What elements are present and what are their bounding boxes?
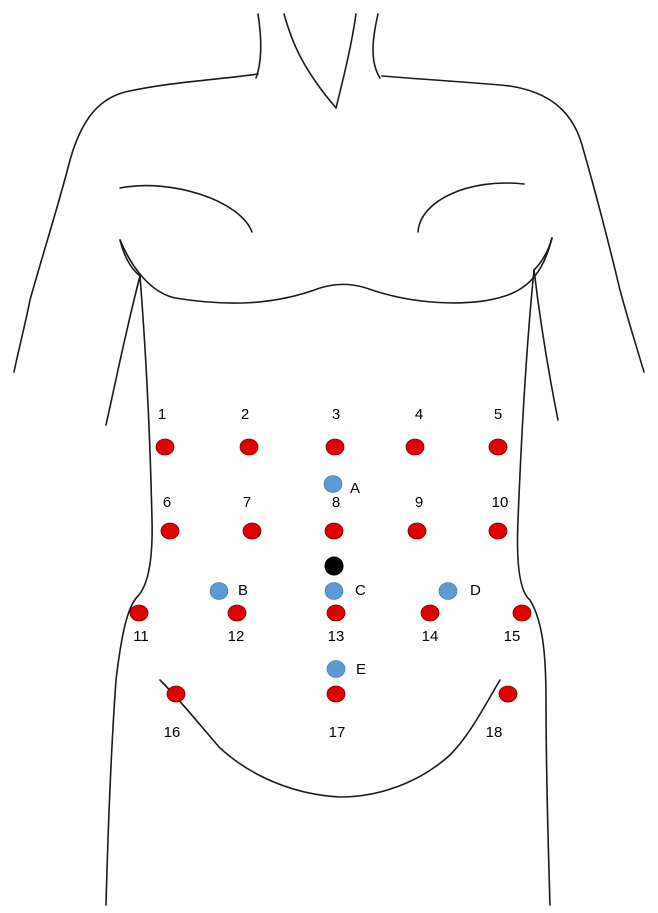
- point-label-9: 9: [415, 494, 423, 511]
- red-point-18: [499, 686, 517, 702]
- right-chest-line: [418, 183, 524, 232]
- red-point-13: [327, 605, 345, 621]
- point-label-5: 5: [494, 406, 502, 423]
- red-point-14: [421, 605, 439, 621]
- red-point-17: [327, 686, 345, 702]
- point-label-17: 17: [329, 724, 346, 741]
- point-label-13: 13: [328, 628, 345, 645]
- point-label-18: 18: [486, 724, 503, 741]
- red-point-15: [513, 605, 531, 621]
- red-point-3: [326, 439, 344, 455]
- point-label-3: 3: [332, 406, 340, 423]
- blue-point-C: [325, 583, 343, 600]
- red-point-5: [489, 439, 507, 455]
- red-point-12: [228, 605, 246, 621]
- red-point-8: [325, 523, 343, 539]
- red-point-16: [167, 686, 185, 702]
- letter-label-D: D: [470, 582, 481, 599]
- neck-left-line: [256, 14, 261, 78]
- letter-label-E: E: [356, 661, 366, 678]
- right-torso-side: [518, 270, 551, 905]
- right-shoulder: [382, 76, 644, 372]
- point-label-11: 11: [133, 628, 149, 645]
- red-point-1: [156, 439, 174, 455]
- right-armpit: [534, 238, 552, 270]
- red-point-11: [130, 605, 148, 621]
- point-label-4: 4: [415, 406, 423, 423]
- red-point-2: [240, 439, 258, 455]
- pectoral-line: [120, 238, 552, 303]
- point-label-14: 14: [422, 628, 439, 645]
- right-inner-arm: [534, 270, 558, 420]
- point-label-15: 15: [504, 628, 521, 645]
- blue-point-E: [327, 661, 345, 678]
- blue-point-A: [324, 476, 342, 493]
- blue-point-D: [439, 583, 457, 600]
- collar-left: [284, 14, 336, 108]
- point-label-8: 8: [332, 494, 340, 511]
- neck-right-line: [373, 14, 380, 78]
- letter-label-B: B: [238, 582, 248, 599]
- navel-point: [325, 557, 343, 575]
- point-label-10: 10: [492, 494, 509, 511]
- point-label-1: 1: [158, 406, 166, 423]
- point-label-16: 16: [164, 724, 181, 741]
- point-label-2: 2: [241, 406, 249, 423]
- torso-outline: [14, 14, 644, 905]
- red-point-7: [243, 523, 261, 539]
- left-shoulder: [14, 74, 258, 372]
- point-label-12: 12: [228, 628, 245, 645]
- blue-point-B: [210, 583, 228, 600]
- letter-label-C: C: [355, 582, 366, 599]
- left-chest-line: [120, 186, 252, 232]
- collar-right: [336, 14, 356, 108]
- point-label-6: 6: [163, 494, 171, 511]
- red-point-6: [161, 523, 179, 539]
- left-torso-side: [106, 276, 152, 905]
- red-point-10: [489, 523, 507, 539]
- left-inner-arm: [106, 276, 140, 425]
- point-label-7: 7: [243, 494, 251, 511]
- letter-label-A: A: [350, 480, 360, 497]
- red-point-4: [406, 439, 424, 455]
- red-point-9: [408, 523, 426, 539]
